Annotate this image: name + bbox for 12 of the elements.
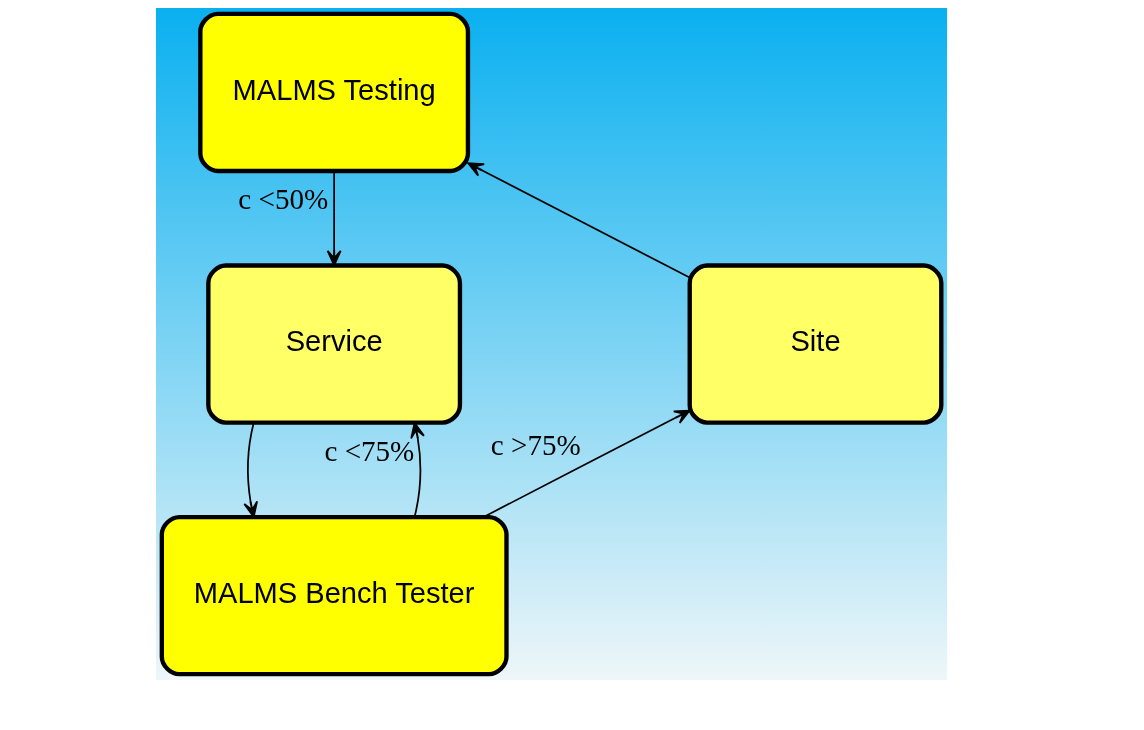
arrow — [482, 409, 691, 518]
edge-label: c >75% — [490, 428, 581, 461]
node-box: Site — [687, 263, 943, 425]
edge-label: c <75% — [323, 435, 414, 468]
node-box: MALMS Bench Tester — [159, 514, 509, 677]
arrow — [409, 421, 425, 518]
arrow — [326, 170, 342, 267]
edge-label: c <50% — [237, 183, 328, 216]
arrow — [466, 162, 690, 279]
node-box: MALMS Testing — [197, 11, 470, 174]
arrow — [242, 421, 258, 518]
node-box: Service — [205, 263, 462, 425]
